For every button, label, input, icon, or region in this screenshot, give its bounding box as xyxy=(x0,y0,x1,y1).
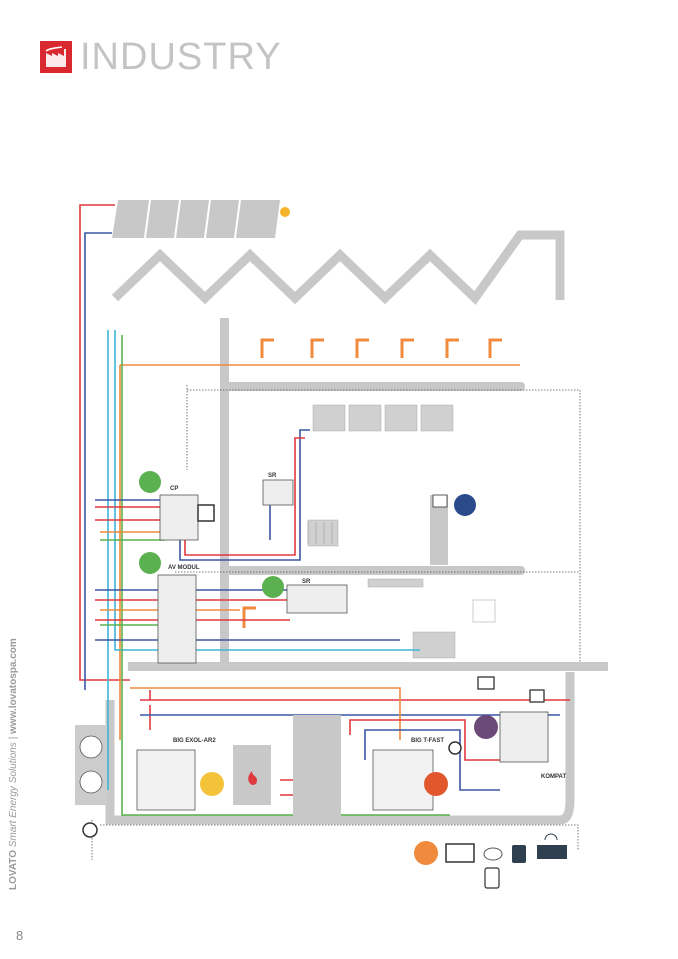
brand-name: LOVATO xyxy=(8,850,19,890)
label-big-tfast: BIG T-FAST xyxy=(411,738,444,744)
ceiling-panels xyxy=(307,404,496,659)
analytics-badge xyxy=(414,841,438,865)
factory-icon xyxy=(40,41,72,73)
sidebar-credits: LOVATO Smart Energy Solutions | www.lova… xyxy=(8,638,19,890)
label-big-exol: BIG EXOL-AR2 xyxy=(173,738,216,744)
shower-icons xyxy=(242,338,502,628)
router-icon xyxy=(537,845,567,859)
tagline: Smart Energy Solutions xyxy=(8,742,19,848)
controller-badge-sr xyxy=(262,576,284,598)
website-link[interactable]: www.lovatospa.com xyxy=(8,638,19,734)
tablet-icon xyxy=(484,867,500,889)
label-sr-top: SR xyxy=(268,473,277,479)
manifold-badge xyxy=(474,715,498,739)
equipment xyxy=(75,479,549,838)
solar-panel xyxy=(112,199,290,239)
boiler-badge xyxy=(454,494,476,516)
flame-icon xyxy=(248,771,257,785)
page-title: INDUSTRY xyxy=(80,36,282,78)
label-av-modul: AV MODUL xyxy=(168,565,200,571)
controller-badge-av xyxy=(139,552,161,574)
logger-icon xyxy=(512,845,526,863)
page-number: 8 xyxy=(16,928,24,943)
cloud-icon xyxy=(483,847,503,861)
solar-sun-badge xyxy=(200,772,224,796)
monitor-icon xyxy=(445,843,475,863)
controller-badge-cp xyxy=(139,471,161,493)
label-cp: CP xyxy=(170,486,178,492)
separator: | xyxy=(8,736,19,740)
label-sr-mid: SR xyxy=(302,579,311,585)
heater-badge xyxy=(424,772,448,796)
building-roof xyxy=(105,230,608,825)
label-kompat: KOMPAT xyxy=(541,774,566,780)
sun-icon xyxy=(280,207,290,217)
